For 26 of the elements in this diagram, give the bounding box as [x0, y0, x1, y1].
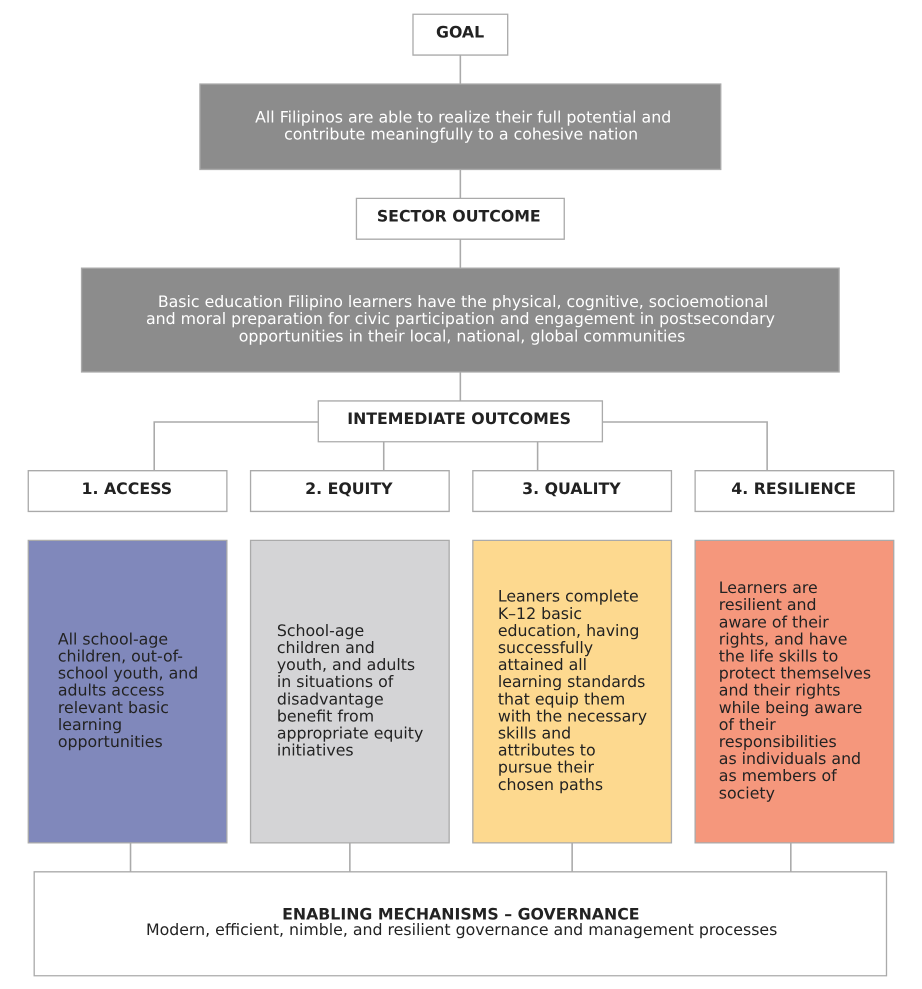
- node-box: All school-age children, out-of-school youth, and adults access relevant basic learning opportunities: [28, 539, 228, 844]
- connector: [153, 420, 318, 470]
- node-box: 4. RESILIENCE: [694, 470, 894, 512]
- node-box: 1. ACCESS: [28, 470, 228, 512]
- node-box: ENABLING MECHANISMS – GOVERNANCE Modern, efficient, nimble, and resilient governance and management processes: [34, 870, 888, 976]
- node-box: INTEMEDIATE OUTCOMES: [318, 400, 604, 442]
- node-box: 2. EQUITY: [250, 470, 450, 512]
- node-box: Basic education Filipino learners have the physical, cognitive, socioemotional and moral preparation for civic participation and engagement in postsecondary opportunities in their local, national, global communities: [80, 266, 840, 372]
- node-box: SECTOR OUTCOME: [356, 197, 565, 240]
- node-box: School-age children and youth, and adults in situations of disadvantage benefit from appropriate equity initiatives: [250, 539, 450, 844]
- connector: [536, 441, 538, 470]
- connector: [460, 238, 462, 268]
- connector: [790, 842, 792, 872]
- node-box: All Filipinos are able to realize their full potential and contribute meaningfully to a cohesive nation: [199, 82, 722, 170]
- connector: [349, 842, 351, 872]
- connector: [571, 842, 573, 872]
- node-box: GOAL: [412, 13, 508, 56]
- node-box: 3. QUALITY: [472, 470, 672, 512]
- node-box: Learners are resilient and aware of their rights, and have the life skills to protect themselves and their rights while being aware of their responsibilities as individuals and as members of society: [694, 539, 894, 844]
- connector: [460, 169, 462, 198]
- connector: [382, 441, 385, 470]
- connector: [130, 842, 132, 872]
- connector: [460, 54, 462, 84]
- connector: [460, 372, 462, 400]
- connector: [602, 420, 768, 470]
- node-box: Leaners complete K–12 basic education, having successfully attained all learning standards that equip them with the necessary skills and attributes to pursue their chosen paths: [472, 539, 672, 844]
